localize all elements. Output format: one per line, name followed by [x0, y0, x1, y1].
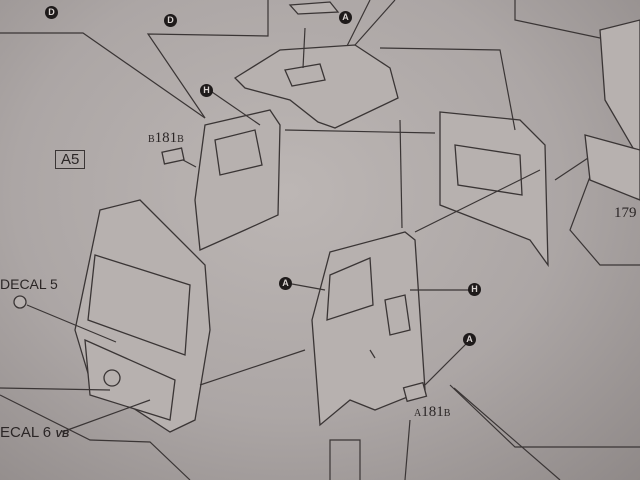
frame-line [344, 0, 371, 51]
decal-5-label: DECAL 5 [0, 276, 58, 292]
frame-line [0, 32, 206, 119]
door-window [326, 257, 374, 321]
frame-line [354, 0, 396, 46]
assembly-arrow [302, 27, 306, 69]
frame-line [554, 148, 640, 266]
cab-roof-part [233, 44, 399, 129]
assembly-arrow [399, 119, 403, 229]
back-window [454, 144, 523, 196]
door-panel [384, 294, 411, 336]
frame-line [404, 419, 411, 480]
part-number-a181b: A181B [414, 404, 451, 420]
frame-line [0, 394, 191, 480]
callout-h-rear: H [200, 84, 213, 97]
leader-line [211, 91, 261, 126]
part-number-179: 179 [614, 205, 637, 221]
windscreen [87, 254, 191, 356]
mercedes-emblem [103, 369, 121, 387]
roof-hatch [284, 63, 326, 87]
frame-line [146, 0, 269, 119]
part-a181b [402, 381, 428, 403]
leader-line [424, 341, 469, 386]
grille [84, 338, 176, 421]
callout-a-part: A [463, 333, 476, 346]
frame-line [453, 387, 561, 480]
side-part-179 [599, 19, 640, 162]
cab-rear-wall-left [194, 109, 281, 251]
frame-line [449, 384, 640, 448]
leader-line [369, 349, 376, 359]
top-panel [288, 1, 340, 15]
callout-h-door: H [468, 283, 481, 296]
assembly-arrow [284, 129, 436, 134]
window-opening [214, 129, 263, 176]
assembly-arrow [414, 169, 541, 233]
leader-line [0, 387, 111, 391]
callout-d-left: D [45, 6, 58, 19]
leader-line [182, 159, 197, 168]
decal-6-label: ECAL 6 VB [0, 424, 70, 441]
leader-line [291, 283, 326, 291]
callout-a-roof: A [339, 11, 352, 24]
side-rail-part [584, 134, 640, 201]
decal5-mark [13, 295, 27, 309]
part-b181b [161, 147, 185, 165]
frame-line [329, 439, 361, 480]
leader-line [61, 399, 151, 433]
leader-line [26, 304, 117, 343]
step-label: A5 [55, 150, 86, 169]
assembly-arrow [199, 349, 306, 386]
callout-a-door: A [279, 277, 292, 290]
part-number-b181b: B181B [148, 130, 184, 146]
callout-d-right: D [164, 14, 177, 27]
assembly-arrow [379, 47, 516, 131]
